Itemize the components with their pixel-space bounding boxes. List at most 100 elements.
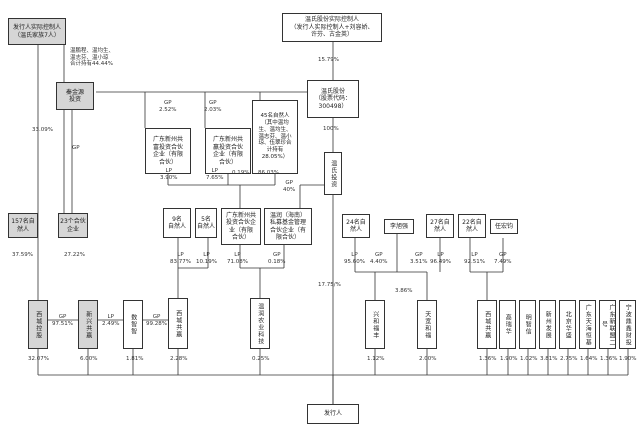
tianjian-label: 天宽和福 bbox=[423, 310, 431, 339]
platform23-box: 23个合伙 企业 bbox=[58, 213, 88, 238]
shareholder-3-box: 新州发展 bbox=[539, 300, 556, 349]
lp-p24-label: LP 95.60% bbox=[344, 252, 365, 265]
gp1-label: GP bbox=[72, 145, 80, 151]
people27-box: 27名自 然人 bbox=[426, 214, 454, 238]
wens-hainan-box: 温润（海南） 私募基金管理 合伙企业（有 限合伙） bbox=[264, 208, 312, 245]
people45-label: 45名自然人 （其中温均 生、温均生、 温志芬、温小 琼、伍翠珍合 计持有 28… bbox=[258, 112, 292, 161]
gd-fund-label: 广东新州共 投资合伙企 业（有限 合伙） bbox=[225, 211, 256, 242]
lp-a-label: LP 3.90% bbox=[160, 168, 178, 181]
gd-xinzhou-box: 广东新州共 富投资合伙 企业（有限 合伙） bbox=[145, 128, 191, 174]
s6-pct-label: 1.36% bbox=[600, 356, 618, 362]
shareholder-2-label: 明智信 bbox=[524, 314, 532, 335]
wens-invest-pct-label: 100% bbox=[323, 126, 339, 132]
shareholder-1-box: 高瑞华 bbox=[499, 300, 516, 349]
lp-p9-label: LP 83.77% bbox=[170, 252, 191, 265]
gd-xinhong-label: 广东新州共 赢投资合伙 企业（有限 合伙） bbox=[212, 136, 243, 166]
xinyue-box: 西城控股 bbox=[28, 300, 48, 349]
people24-label: 24名自 然人 bbox=[346, 218, 366, 234]
s1-pct-label: 1.90% bbox=[500, 356, 518, 362]
wens-hainan-label: 温润（海南） 私募基金管理 合伙企业（有 限合伙） bbox=[269, 211, 306, 242]
wens-tech-box: 温润农业科技 bbox=[250, 298, 270, 349]
people9-box: 9名 自然人 bbox=[163, 208, 191, 238]
people9-label: 9名 自然人 bbox=[167, 215, 186, 231]
ren-box: 任宏钧 bbox=[490, 219, 518, 234]
b3-pct-label: 1.81% bbox=[126, 356, 144, 362]
shareholder-7-box: 宁波鼎鑫财投 bbox=[619, 300, 636, 349]
people157-box: 157名自 然人 bbox=[8, 213, 38, 238]
gp-ren-label: GP 7.49% bbox=[494, 252, 512, 265]
wens-invest-box: 温氏投资 bbox=[324, 152, 342, 195]
b2-pct-label: 6.00% bbox=[80, 356, 98, 362]
shareholder-5-label: 广东天海恒基 bbox=[584, 303, 592, 346]
shareholder-4-label: 北京华盛 bbox=[564, 310, 572, 339]
gp-b-label: GP 2.03% bbox=[204, 100, 222, 113]
people22-label: 22名自 然人 bbox=[462, 218, 482, 234]
people45-box: 45名自然人 （其中温均 生、温均生、 温志芬、温小 琼、伍翠珍合 计持有 28… bbox=[252, 100, 298, 174]
li-label: 李旭强 bbox=[389, 222, 408, 230]
shareholder-6-box: 广东新联盟二号 bbox=[599, 300, 616, 349]
wens-company-box: 温氏股份 （股票代码： 300498） bbox=[307, 80, 359, 118]
xinhe-box: 西城共赢 bbox=[477, 300, 497, 349]
xinwei-label: 西城共赢 bbox=[174, 309, 182, 338]
gp-40-label: GP 40% bbox=[283, 180, 296, 193]
shareholder-1-label: 高瑞华 bbox=[504, 314, 512, 335]
controller-pct-label: 33.09% bbox=[32, 127, 53, 133]
shareholder-2-box: 明智信 bbox=[519, 300, 536, 349]
s2-pct-label: 1.02% bbox=[520, 356, 538, 362]
gd-xinhong-box: 广东新州共 赢投资合伙 企业（有限 合伙） bbox=[205, 128, 251, 174]
wens-company-label: 温氏股份 （股票代码： 300498） bbox=[314, 87, 351, 110]
wens-invest-label: 温氏投资 bbox=[329, 159, 337, 188]
gp-li-label: GP 4.40% bbox=[370, 252, 388, 265]
s7-pct-label: 1.90% bbox=[619, 356, 637, 362]
family-note-label: 温鹏程、温均生、 温志芬、温小琼 合计持有44.44% bbox=[70, 48, 115, 68]
people27-label: 27名自 然人 bbox=[430, 218, 450, 234]
lp-b-label: LP 7.65% bbox=[206, 168, 224, 181]
issuer-controller-box: 发行人实际控制人 （温氏家族7人） bbox=[8, 18, 66, 45]
lp-xinyue-label: GP 97.51% bbox=[52, 314, 73, 327]
gd-xinzhou-label: 广东新州共 富投资合伙 企业（有限 合伙） bbox=[152, 136, 183, 166]
wens-controller-box: 温氏股份实际控制人 （发行人实际控制人+刘容娇、 许芬、古金英） bbox=[282, 13, 382, 42]
s3-pct-label: 3.81% bbox=[540, 356, 558, 362]
gp-hainan-label: GP 0.18% bbox=[268, 252, 286, 265]
li-box: 李旭强 bbox=[384, 219, 414, 234]
guoying-box: 数智智 bbox=[123, 300, 143, 349]
xingzhi-box: 兴和福丰 bbox=[365, 300, 385, 349]
people22-box: 22名自 然人 bbox=[458, 214, 486, 238]
people5-box: 5名 自然人 bbox=[195, 208, 217, 238]
platform23-label: 23个合伙 企业 bbox=[60, 218, 86, 233]
b4-pct-label: 2.28% bbox=[170, 356, 188, 362]
platform23-pct-label: 27.22% bbox=[64, 252, 85, 258]
shareholder-5-box: 广东天海恒基 bbox=[579, 300, 596, 349]
people157-label: 157名自 然人 bbox=[11, 218, 35, 233]
lp-p5-label: LP 10.19% bbox=[196, 252, 217, 265]
qinjin-label: 秦金源 投资 bbox=[65, 88, 84, 104]
wens-tech-label: 温润农业科技 bbox=[256, 302, 264, 345]
issuer-controller-label: 发行人实际控制人 （温氏家族7人） bbox=[12, 24, 61, 39]
tianjian-box: 天宽和福 bbox=[417, 300, 437, 349]
xinhe-label: 西城共赢 bbox=[483, 310, 491, 339]
wens-issuer-pct-label: 17.75/% bbox=[318, 282, 341, 288]
gd-fund-box: 广东新州共 投资合伙企 业（有限 合伙） bbox=[221, 208, 261, 245]
s5-pct-label: 1.64% bbox=[580, 356, 598, 362]
b6-pct-label: 3.86% bbox=[395, 288, 413, 294]
s4-pct-label: 2.75% bbox=[560, 356, 578, 362]
lp-p27-label: LP 96.49% bbox=[430, 252, 451, 265]
qinjin-box: 秦金源 投资 bbox=[56, 82, 94, 110]
gp-guoying-label: GP 99.28% bbox=[146, 314, 167, 327]
xinwei-box: 西城共赢 bbox=[168, 298, 188, 349]
gp-li2-label: GP 3.51% bbox=[410, 252, 428, 265]
b7-pct-label: 1.12% bbox=[367, 356, 385, 362]
issuer-label: 发行人 bbox=[323, 410, 342, 418]
issuer-box: 发行人 bbox=[307, 404, 359, 424]
xinyue-label: 西城控股 bbox=[34, 310, 42, 339]
xinyi-label: 新兴共赢 bbox=[84, 310, 92, 339]
lp-fund-label: LP 71.08% bbox=[227, 252, 248, 265]
people5-label: 5名 自然人 bbox=[196, 215, 215, 231]
lp-xinyi-label: LP 2.49% bbox=[102, 314, 120, 327]
wens-ctrl-pct-label: 15.79% bbox=[318, 57, 339, 63]
shareholder-6-label: 广东新联盟二号 bbox=[600, 303, 616, 346]
guoying-label: 数智智 bbox=[129, 314, 137, 335]
xingzhi-label: 兴和福丰 bbox=[371, 310, 379, 339]
gp-a-label: GP 2.52% bbox=[159, 100, 177, 113]
b5-pct-label: 0.25% bbox=[252, 356, 270, 362]
